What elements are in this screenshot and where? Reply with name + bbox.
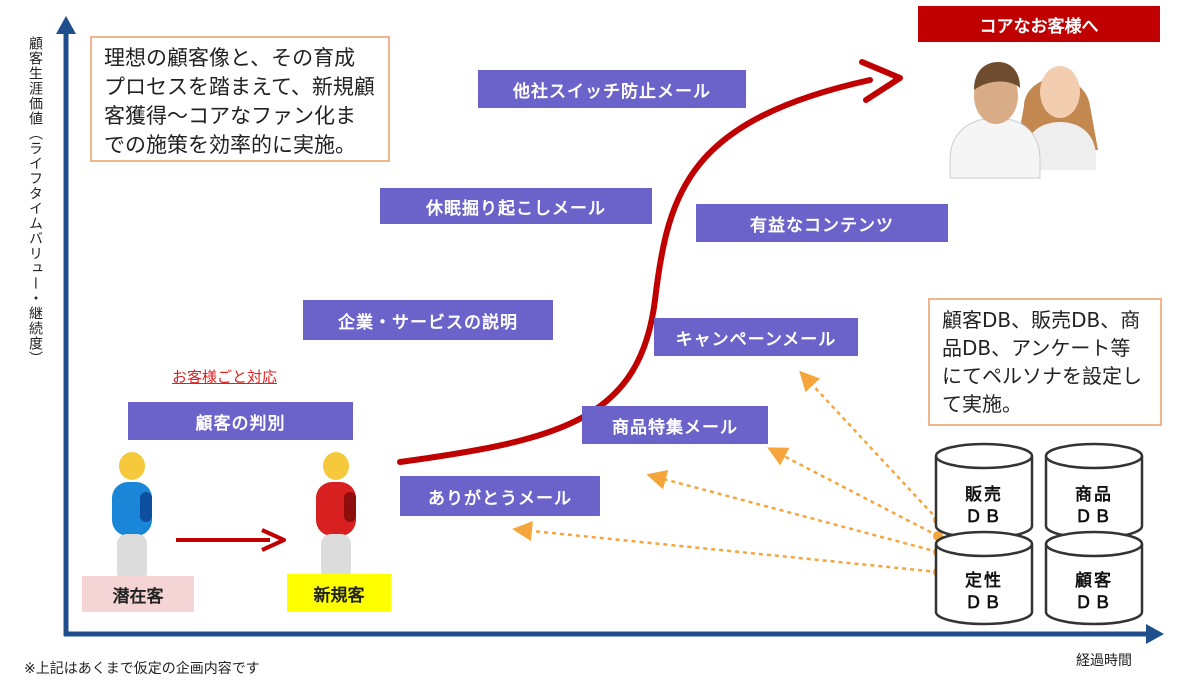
y-axis-label: 顧客生涯価値（ライフタイムバリュー・継続度） bbox=[27, 36, 43, 366]
growth-curve-arrowhead bbox=[859, 59, 903, 103]
core-customers-figure bbox=[949, 62, 1098, 179]
product-db-label: 商品 ＤＢ bbox=[1075, 485, 1113, 527]
y-axis-arrowhead bbox=[56, 16, 76, 34]
company-service-box: 企業・サービスの説明 bbox=[303, 300, 553, 340]
footnote: ※上記はあくまで仮定の企画内容です bbox=[24, 661, 260, 677]
strategy-note: 理想の顧客像と、その育成プロセスを踏まえて、新規顧客獲得～コアなファン化までの施… bbox=[90, 36, 390, 162]
customer-db-label: 顧客 ＤＢ bbox=[1075, 571, 1113, 613]
customer-judgement-box: 顧客の判別 bbox=[128, 402, 353, 440]
thank-you-mail-box: ありがとうメール bbox=[400, 476, 600, 516]
potential-customer-label: 潜在客 bbox=[82, 576, 194, 612]
useful-content-box: 有益なコンテンツ bbox=[696, 204, 948, 242]
per-customer-label: お客様ごと対応 bbox=[172, 368, 278, 386]
product-feature-mail-box: 商品特集メール bbox=[582, 406, 768, 444]
dormant-wakeup-mail-box: 休眠掘り起こしメール bbox=[380, 188, 652, 224]
attribute-db-label: 定性 ＤＢ bbox=[965, 571, 1003, 613]
campaign-mail-box: キャンペーンメール bbox=[654, 318, 858, 356]
persona-note: 顧客DB、販売DB、商品DB、アンケート等にてペルソナを設定して実施。 bbox=[928, 298, 1162, 426]
x-axis-label: 経過時間 bbox=[1076, 653, 1132, 669]
potential-customer-figure bbox=[112, 452, 152, 582]
core-customer-banner: コアなお客様へ bbox=[918, 6, 1160, 42]
new-customer-figure bbox=[316, 452, 356, 582]
new-customer-label: 新規客 bbox=[287, 574, 391, 612]
sales-db-label: 販売 ＤＢ bbox=[965, 485, 1003, 527]
x-axis-arrowhead bbox=[1146, 624, 1164, 644]
switch-prevention-mail-box: 他社スイッチ防止メール bbox=[478, 70, 746, 108]
growth-curve bbox=[397, 77, 873, 465]
dotted-arrows bbox=[512, 370, 939, 574]
db-cylinders bbox=[934, 442, 1144, 626]
conversion-arrowhead bbox=[261, 528, 286, 552]
